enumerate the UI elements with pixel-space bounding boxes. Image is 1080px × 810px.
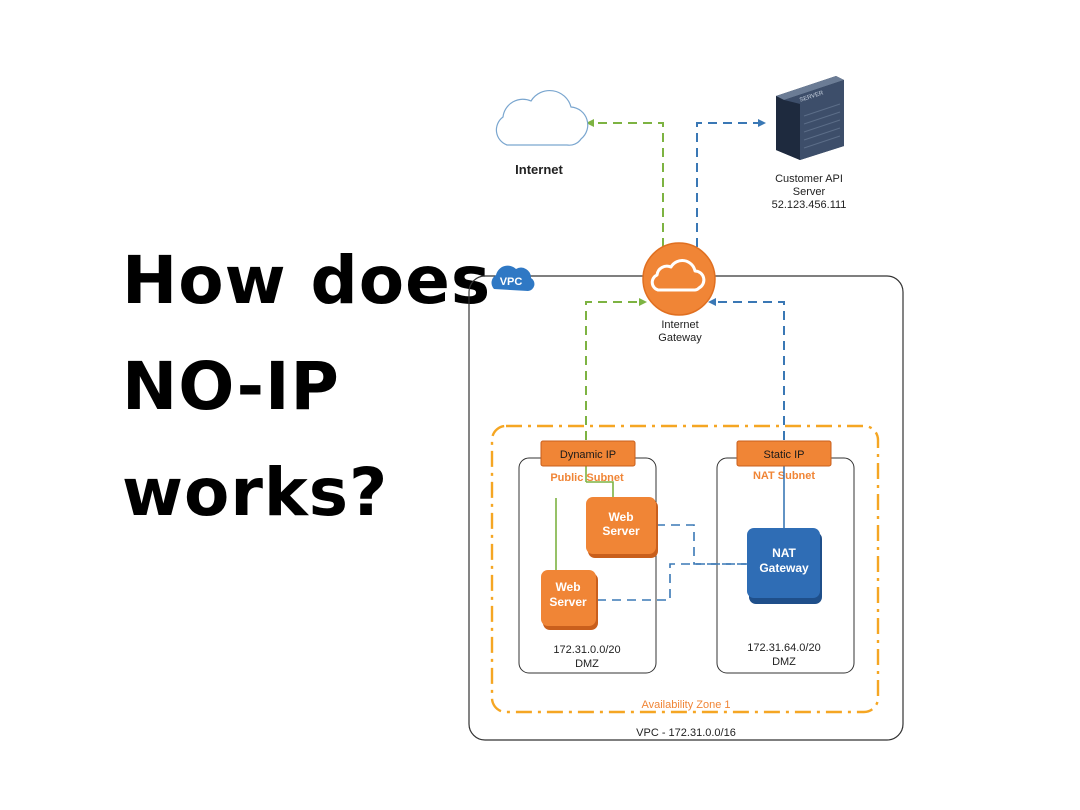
blue-flow-to-server xyxy=(696,119,766,247)
nat-subnet-zone: DMZ xyxy=(772,656,796,668)
web-server-1-node: Web Server xyxy=(586,497,658,558)
server-name-line-1: Customer API xyxy=(775,173,843,185)
static-ip-tag: Static IP xyxy=(736,440,832,467)
vpc-badge-label: VPC xyxy=(500,276,523,288)
dynamic-ip-label: Dynamic IP xyxy=(560,449,616,461)
vpc-container xyxy=(468,275,904,741)
gateway-label-line-2: Gateway xyxy=(658,332,702,344)
headline-line-2: NO-IP xyxy=(122,348,340,425)
headline: How does NO-IP works? xyxy=(122,228,491,546)
blue-flow-to-gateway xyxy=(708,298,785,440)
static-ip-label: Static IP xyxy=(764,449,805,461)
dynamic-ip-tag: Dynamic IP xyxy=(540,440,636,467)
availability-zone-label: Availability Zone 1 xyxy=(641,699,730,711)
nat-subnet-cidr: 172.31.64.0/20 xyxy=(747,642,820,654)
server-icon: SERVER xyxy=(776,76,844,160)
headline-line-1: How does xyxy=(122,242,492,319)
vpc-cidr-label: VPC - 172.31.0.0/16 xyxy=(636,727,736,739)
server-ip: 52.123.456.111 xyxy=(772,199,847,211)
public-subnet-cidr: 172.31.0.0/20 xyxy=(553,644,620,656)
green-flow-to-internet xyxy=(586,119,664,247)
internet-cloud-icon xyxy=(495,89,589,146)
web-server-2-line-2: Server xyxy=(549,595,587,609)
public-subnet-zone: DMZ xyxy=(575,658,599,670)
web-server-1-line-2: Server xyxy=(602,524,640,538)
headline-line-3: works? xyxy=(122,454,389,531)
blue-link-web-server-1 xyxy=(656,524,747,565)
gateway-label-line-1: Internet xyxy=(661,319,698,331)
nat-gateway-node: NAT Gateway xyxy=(747,528,822,604)
green-link-web-server-1 xyxy=(586,481,614,498)
internet-label: Internet xyxy=(515,162,563,177)
public-subnet-box xyxy=(518,457,657,674)
nat-gateway-line-1: NAT xyxy=(772,546,796,560)
blue-link-web-server-2 xyxy=(597,563,747,601)
public-subnet-title: Public Subnet xyxy=(550,472,624,484)
web-server-1-line-1: Web xyxy=(608,510,633,524)
web-server-2-node: Web Server xyxy=(541,570,598,630)
internet-gateway-icon xyxy=(642,242,716,316)
web-server-2-line-1: Web xyxy=(555,580,580,594)
vpc-badge: VPC xyxy=(491,265,535,291)
server-name-line-2: Server xyxy=(793,186,826,198)
availability-zone-boundary xyxy=(490,424,880,714)
nat-gateway-line-2: Gateway xyxy=(759,561,809,575)
green-flow-to-gateway xyxy=(585,298,647,440)
